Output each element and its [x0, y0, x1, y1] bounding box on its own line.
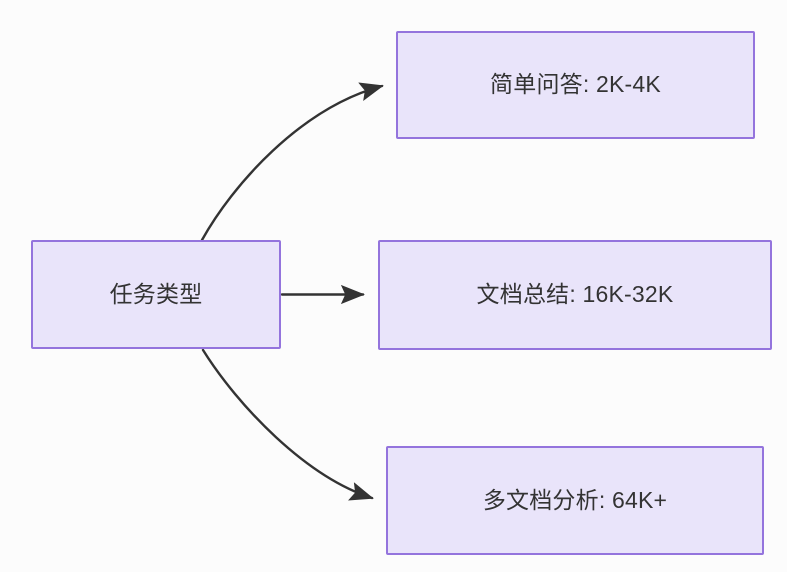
edge-root-to-simple-qa: [200, 82, 384, 242]
node-task-type-label: 任务类型: [109, 280, 203, 307]
node-task-type[interactable]: 任务类型: [31, 240, 281, 349]
node-multi-doc-label: 多文档分析: 64K+: [482, 486, 668, 513]
node-multi-doc[interactable]: 多文档分析: 64K+: [386, 446, 764, 555]
node-doc-summary-label: 文档总结: 16K-32K: [476, 281, 674, 308]
edge-root-to-multi-doc: [201, 348, 374, 501]
node-doc-summary[interactable]: 文档总结: 16K-32K: [378, 240, 772, 350]
node-simple-qa-label: 简单问答: 2K-4K: [490, 71, 661, 98]
node-simple-qa[interactable]: 简单问答: 2K-4K: [396, 31, 755, 139]
